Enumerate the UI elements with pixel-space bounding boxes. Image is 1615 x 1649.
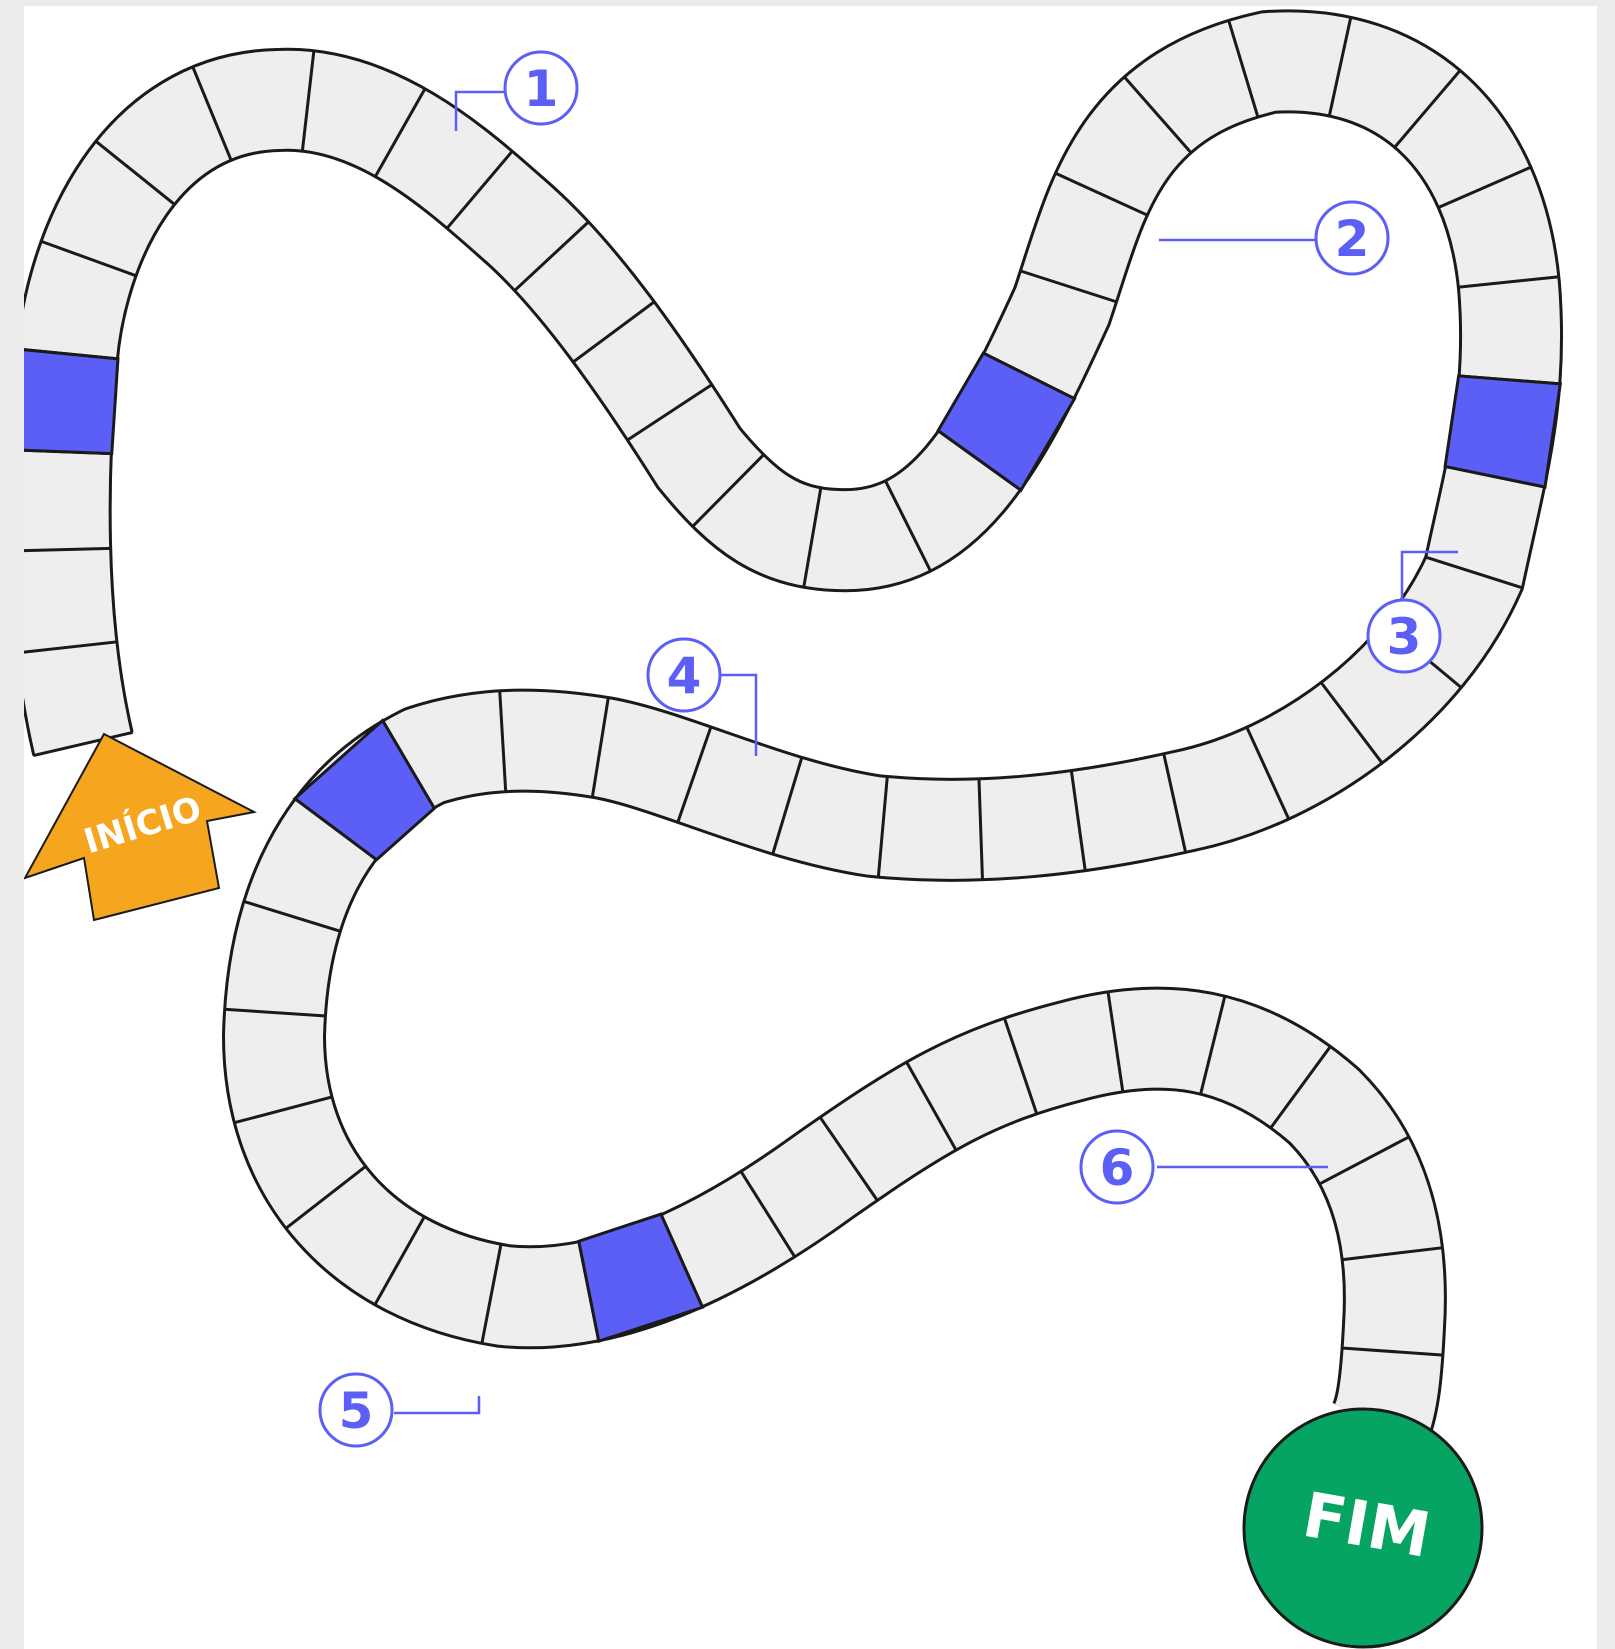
marker-1: 1 xyxy=(505,52,577,124)
highlight-cell xyxy=(24,349,118,454)
highlight-cell xyxy=(1445,376,1560,487)
marker-5-leader xyxy=(394,1396,479,1413)
game-board: 1 2 3 4 5 6 INÍCIO FIM xyxy=(24,6,1597,1649)
start-arrow: INÍCIO xyxy=(25,734,254,920)
marker-6: 6 xyxy=(1081,1131,1153,1203)
marker-3: 3 xyxy=(1368,600,1440,672)
marker-2: 2 xyxy=(1316,202,1388,274)
marker-4: 4 xyxy=(648,639,720,711)
finish-circle: FIM xyxy=(1244,1409,1482,1647)
track-fill xyxy=(60,61,1511,1426)
board-svg: 1 2 3 4 5 6 INÍCIO FIM xyxy=(24,6,1597,1649)
marker-2-number: 2 xyxy=(1335,210,1370,268)
marker-5-number: 5 xyxy=(339,1382,374,1440)
marker-4-number: 4 xyxy=(667,647,702,705)
marker-3-number: 3 xyxy=(1387,608,1422,666)
marker-6-number: 6 xyxy=(1100,1139,1135,1197)
marker-1-number: 1 xyxy=(524,60,559,118)
marker-5: 5 xyxy=(320,1374,392,1446)
